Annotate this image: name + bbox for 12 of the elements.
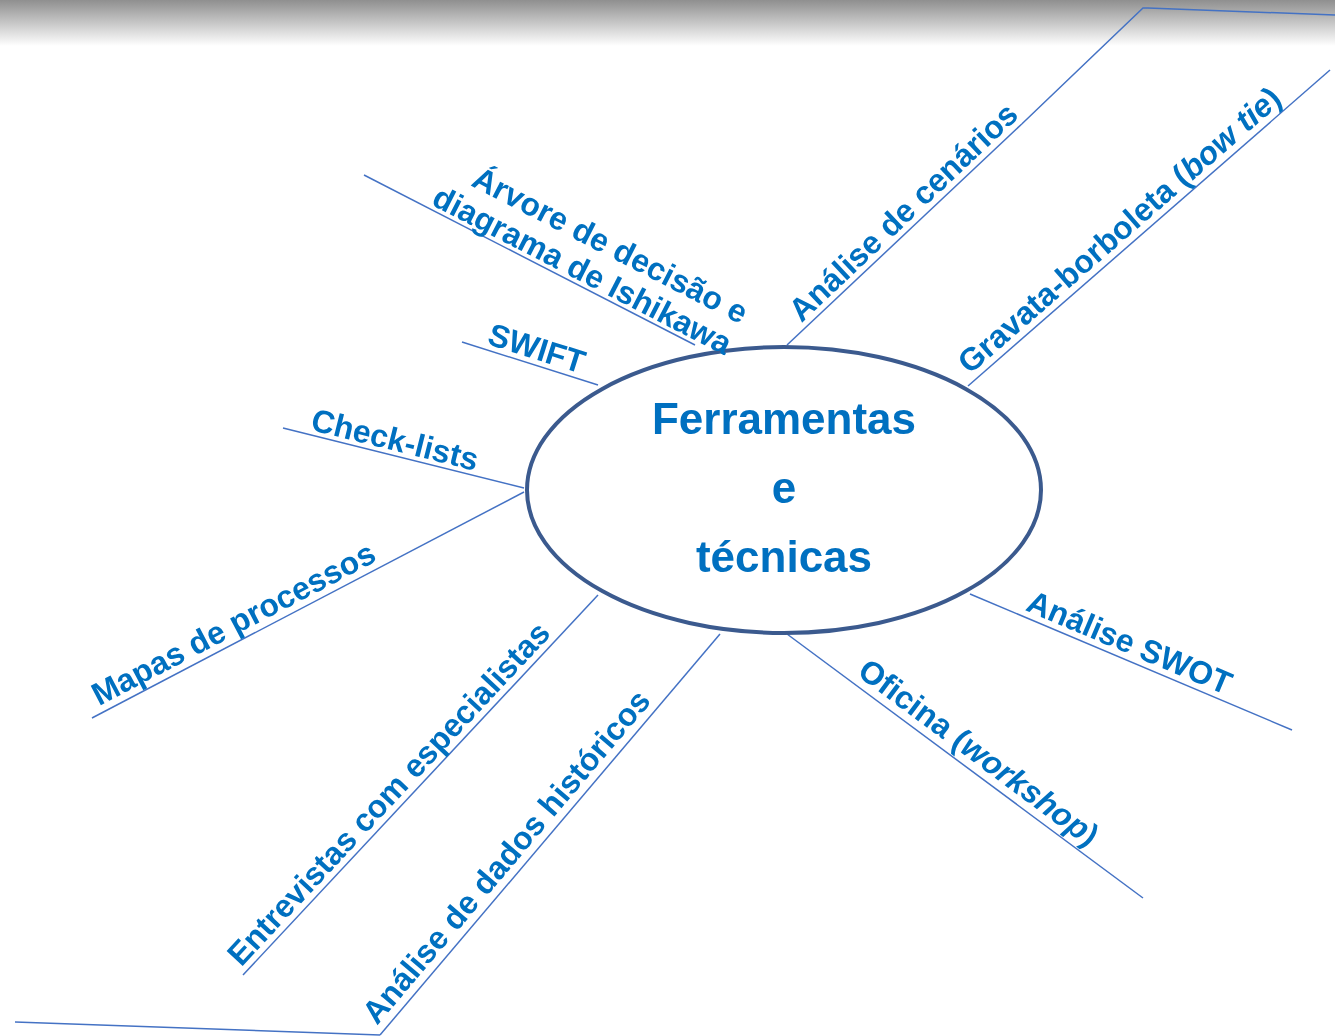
connector-line [786,633,1144,899]
connector-line [91,491,525,719]
connector-line [282,427,525,489]
connector-line [786,123,1023,346]
connector-line [379,633,721,1036]
connector-line [461,341,599,386]
spoke-label: SWIFT [484,317,590,380]
connector-line [242,594,599,976]
node-title: Ferramentas e técnicas [650,393,918,583]
connector-line [363,174,696,346]
connector-line [967,69,1331,387]
connector-line [969,593,1293,731]
